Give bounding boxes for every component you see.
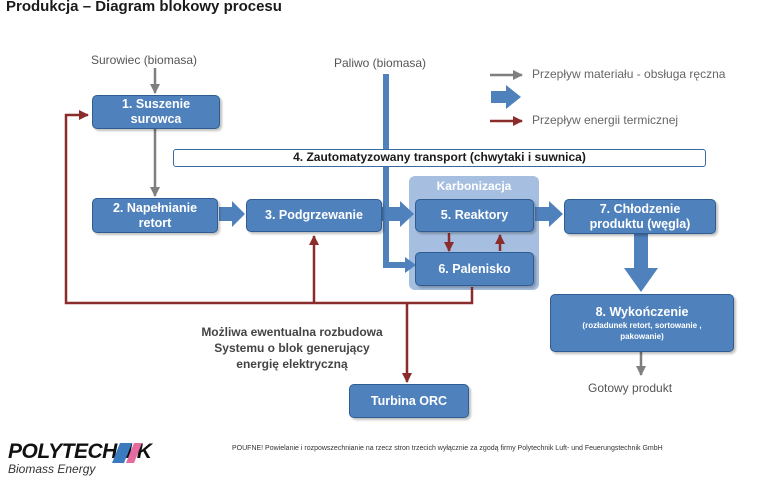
box-turbina-label: Turbina ORC [370,393,448,408]
legend-material-label: Przepływ materiału - obsługa ręczna [532,67,726,81]
box-chlodzenie-line2: produktu (węgla) [589,216,691,231]
box-suszenie: 1. Suszenie surowca [92,95,220,129]
box-wykonczenie-sub2: pakowanie) [620,331,664,341]
note-line2: Systemu o blok generujący [214,341,370,355]
energy-loop [64,110,505,383]
box-reaktory-label: 5. Reaktory [440,208,509,222]
box-podgrzewanie: 3. Podgrzewanie [246,199,382,232]
box-suszenie-line2: surowca [130,112,182,126]
transport-bar: 4. Zautomatyzowany transport (chwytaki i… [173,149,706,167]
box-napelnianie-line1: 2. Napełnianie [112,200,198,215]
karbonizacja-label: Karbonizacja [436,179,512,193]
note-line3: energię elektryczną [236,357,348,371]
box-napelnianie: 2. Napełnianie retort [92,198,218,233]
box-napelnianie-line2: retort [138,215,172,230]
box-wykonczenie-title: 8. Wykończenie [595,304,689,319]
logo-subtitle: Biomass Energy [8,462,96,476]
input-surowiec: Surowiec (biomasa) [91,53,198,67]
flow-arrow-5-7 [535,201,563,227]
box-chlodzenie: 7. Chłodzenie produktu (węgla) [564,199,716,234]
box-palenisko-label: 6. Palenisko [438,261,511,276]
box-wykonczenie-sub1: (rozładunek retort, sortowanie , [582,320,702,330]
flow-arrow-7-8 [624,234,658,292]
confidential-footer: POUFNE! Powielanie i rozpowszechnianie n… [232,445,663,452]
input-paliwo: Paliwo (biomasa) [334,56,427,70]
fuel-line [383,74,416,273]
box-turbina: Turbina ORC [349,384,469,418]
box-palenisko: 6. Palenisko [415,252,534,286]
note-line1: Możliwa ewentualna rozbudowa [201,325,383,339]
box-reaktory: 5. Reaktory [415,199,534,232]
flow-arrow-2-3 [219,201,245,227]
output-label: Gotowy produkt [588,381,673,395]
page-title: Produkcja – Diagram blokowy procesu [6,0,282,15]
box-chlodzenie-line1: 7. Chłodzenie [599,201,681,216]
box-podgrzewanie-label: 3. Podgrzewanie [265,208,363,222]
box-suszenie-line1: 1. Suszenie [121,97,191,111]
legend-energy-label: Przepływ energii termicznej [532,113,679,127]
expansion-note: Możliwa ewentualna rozbudowa Systemu o b… [163,324,421,372]
legend-block-symbol [491,85,521,109]
box-wykonczenie: 8. Wykończenie (rozładunek retort, sorto… [550,294,734,352]
flow-arrow-3-5 [382,201,414,227]
logo-stripe-icon [112,443,142,463]
